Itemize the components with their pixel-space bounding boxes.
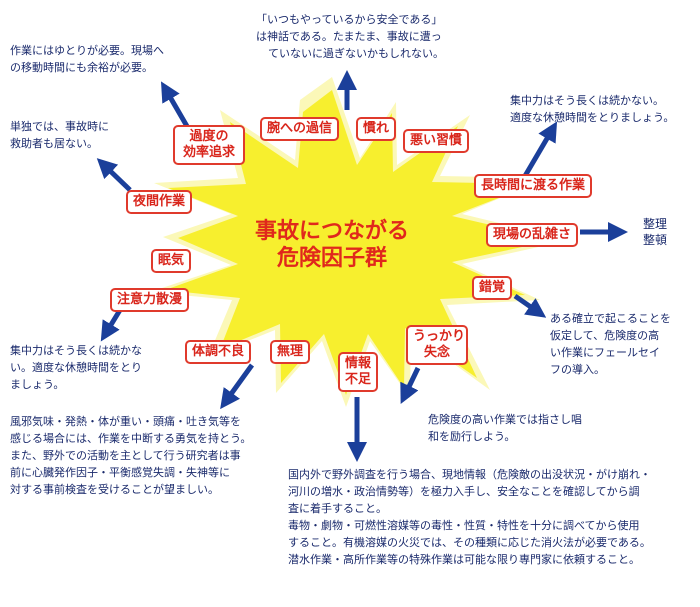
factor-kado-line1: 過度の [189,129,229,144]
note-line: 危険度の高い作業では指さし唱 [428,413,582,426]
note-line: 河川の増水・政治情勢等）を極力入手し、安全なことを確認してから調 [288,485,640,498]
arrow-to-right-middle-note [513,293,547,318]
factor-nemuke-box: 眠気 [151,249,192,273]
note-center-right: 危険度の高い作業では指さし唱 和を励行しよう。 [428,411,582,445]
starburst [165,90,555,395]
note-line: 風邪気味・発熱・体が重い・頭痛・吐き気等を [10,415,241,428]
note-line: 仮定して、危険度の高 [550,329,660,342]
note-left-middle: 集中力はそう長くは続かな い。適度な休憩時間をとり ましょう。 [10,342,142,393]
factor-ukkari-box: うっかり 失念 [406,325,468,365]
center-title-line2: 危険因子群 [276,246,387,271]
factor-chuui-box: 注意力散漫 [110,288,190,312]
note-top-left: 作業にはゆとりが必要。現場へ の移動時間にも余裕が必要。 [10,42,164,76]
factor-taichou-box: 体調不良 [185,340,252,364]
factor-muri-box: 無理 [270,340,311,364]
note-right-seiri: 整理 整頓 [643,216,667,248]
note-line: また、野外での活動を主として行う研究者は事 [10,449,241,462]
note-line: い作業にフェールセイ [550,346,660,359]
note-line: 感じる場合には、作業を中断する勇気を持とう。 [10,432,252,445]
factor-kado-box: 過度の 効率追求 [173,125,245,165]
note-line: 単独では、事故時に [10,120,109,133]
factor-kado-line2: 効率追求 [182,145,235,160]
note-right-middle: ある確立で起こることを 仮定して、危険度の高 い作業にフェールセイ フの導入。 [550,310,671,378]
note-line: い。適度な休憩時間をとり [10,361,142,374]
factor-jouhou-box: 情報 不足 [338,352,378,392]
note-line: 作業にはゆとりが必要。現場へ [10,44,164,57]
factor-yakan-box: 夜間作業 [126,190,193,214]
note-line: 前に心臓発作因子・平衡感覚失調・失神等に [10,466,230,479]
note-line: 救助者も居ない。 [10,137,98,150]
note-line: 整理 [643,217,668,231]
note-line: 集中力はそう長くは続かない。 [510,94,664,107]
arrow-to-left-middle-note [100,308,123,342]
factor-jouhou-line2: 不足 [345,372,372,387]
factor-jouhou-line1: 情報 [345,356,372,371]
note-line: フの導入。 [550,363,605,376]
arrow-to-top-right-note [522,121,558,178]
note-line: 集中力はそう長くは続かな [10,344,142,357]
arrow-to-left-bottom-note [220,363,255,410]
factor-ukkari-line2: 失念 [423,345,450,360]
center-title: 事故につながる 危険因子群 [222,218,442,272]
factor-choujikan-box: 長時間に渡る作業 [474,174,593,198]
note-left-bottom: 風邪気味・発熱・体が重い・頭痛・吐き気等を 感じる場合には、作業を中断する勇気を… [10,413,251,498]
factor-nare-box: 慣れ [356,117,397,141]
arrow-to-top-left-note [160,81,191,130]
note-line: 和を励行しよう。 [428,430,516,443]
arrow-to-left-upper-note [96,158,132,192]
note-line: ていないに過ぎないかもしれない。 [268,47,444,60]
note-line: 「いつもやっているから安全である」 [256,13,443,26]
note-line: 対する事前検査を受けることが望ましい。 [10,483,219,496]
factor-ukkari-line1: うっかり [413,329,466,344]
center-title-line1: 事故につながる [254,219,409,244]
note-line: は神話である。たまたま、事故に遭っ [256,30,442,43]
factor-warui-box: 悪い習慣 [403,129,470,153]
note-line: ましょう。 [10,378,65,391]
note-line: 潜水作業・高所作業等の特殊作業は可能な限り専門家に依頼すること。 [288,553,640,566]
note-left-upper: 単独では、事故時に 救助者も居ない。 [10,118,109,152]
note-line: 毒物・劇物・可燃性溶媒等の毒性・性質・特性を十分に調べてから使用 [288,519,640,532]
note-line: の移動時間にも余裕が必要。 [10,61,153,74]
note-line: 国内外で野外調査を行う場合、現地情報（危険敵の出没状況・がけ崩れ・ [288,468,651,481]
factor-sakkaku-box: 錯覚 [472,276,513,300]
factor-genba-box: 現場の乱雑さ [486,223,579,247]
factor-wan-box: 腕への過信 [260,117,340,141]
note-line: 査に着手すること。 [288,502,387,515]
note-line: 適度な休憩時間をとりましょう。 [510,111,675,124]
note-top-center: 「いつもやっているから安全である」 は神話である。たまたま、事故に遭っ ていない… [256,11,444,62]
arrow-to-center-right-note [400,366,421,405]
note-line: ある確立で起こることを [550,312,671,325]
note-line: すること。有機溶媒の火災では、その種類に応じた消火法が必要である。 [288,536,651,549]
note-line: 整頓 [643,233,668,247]
note-bottom: 国内外で野外調査を行う場合、現地情報（危険敵の出没状況・がけ崩れ・ 河川の増水・… [288,466,651,568]
note-top-right: 集中力はそう長くは続かない。 適度な休憩時間をとりましょう。 [510,92,674,126]
